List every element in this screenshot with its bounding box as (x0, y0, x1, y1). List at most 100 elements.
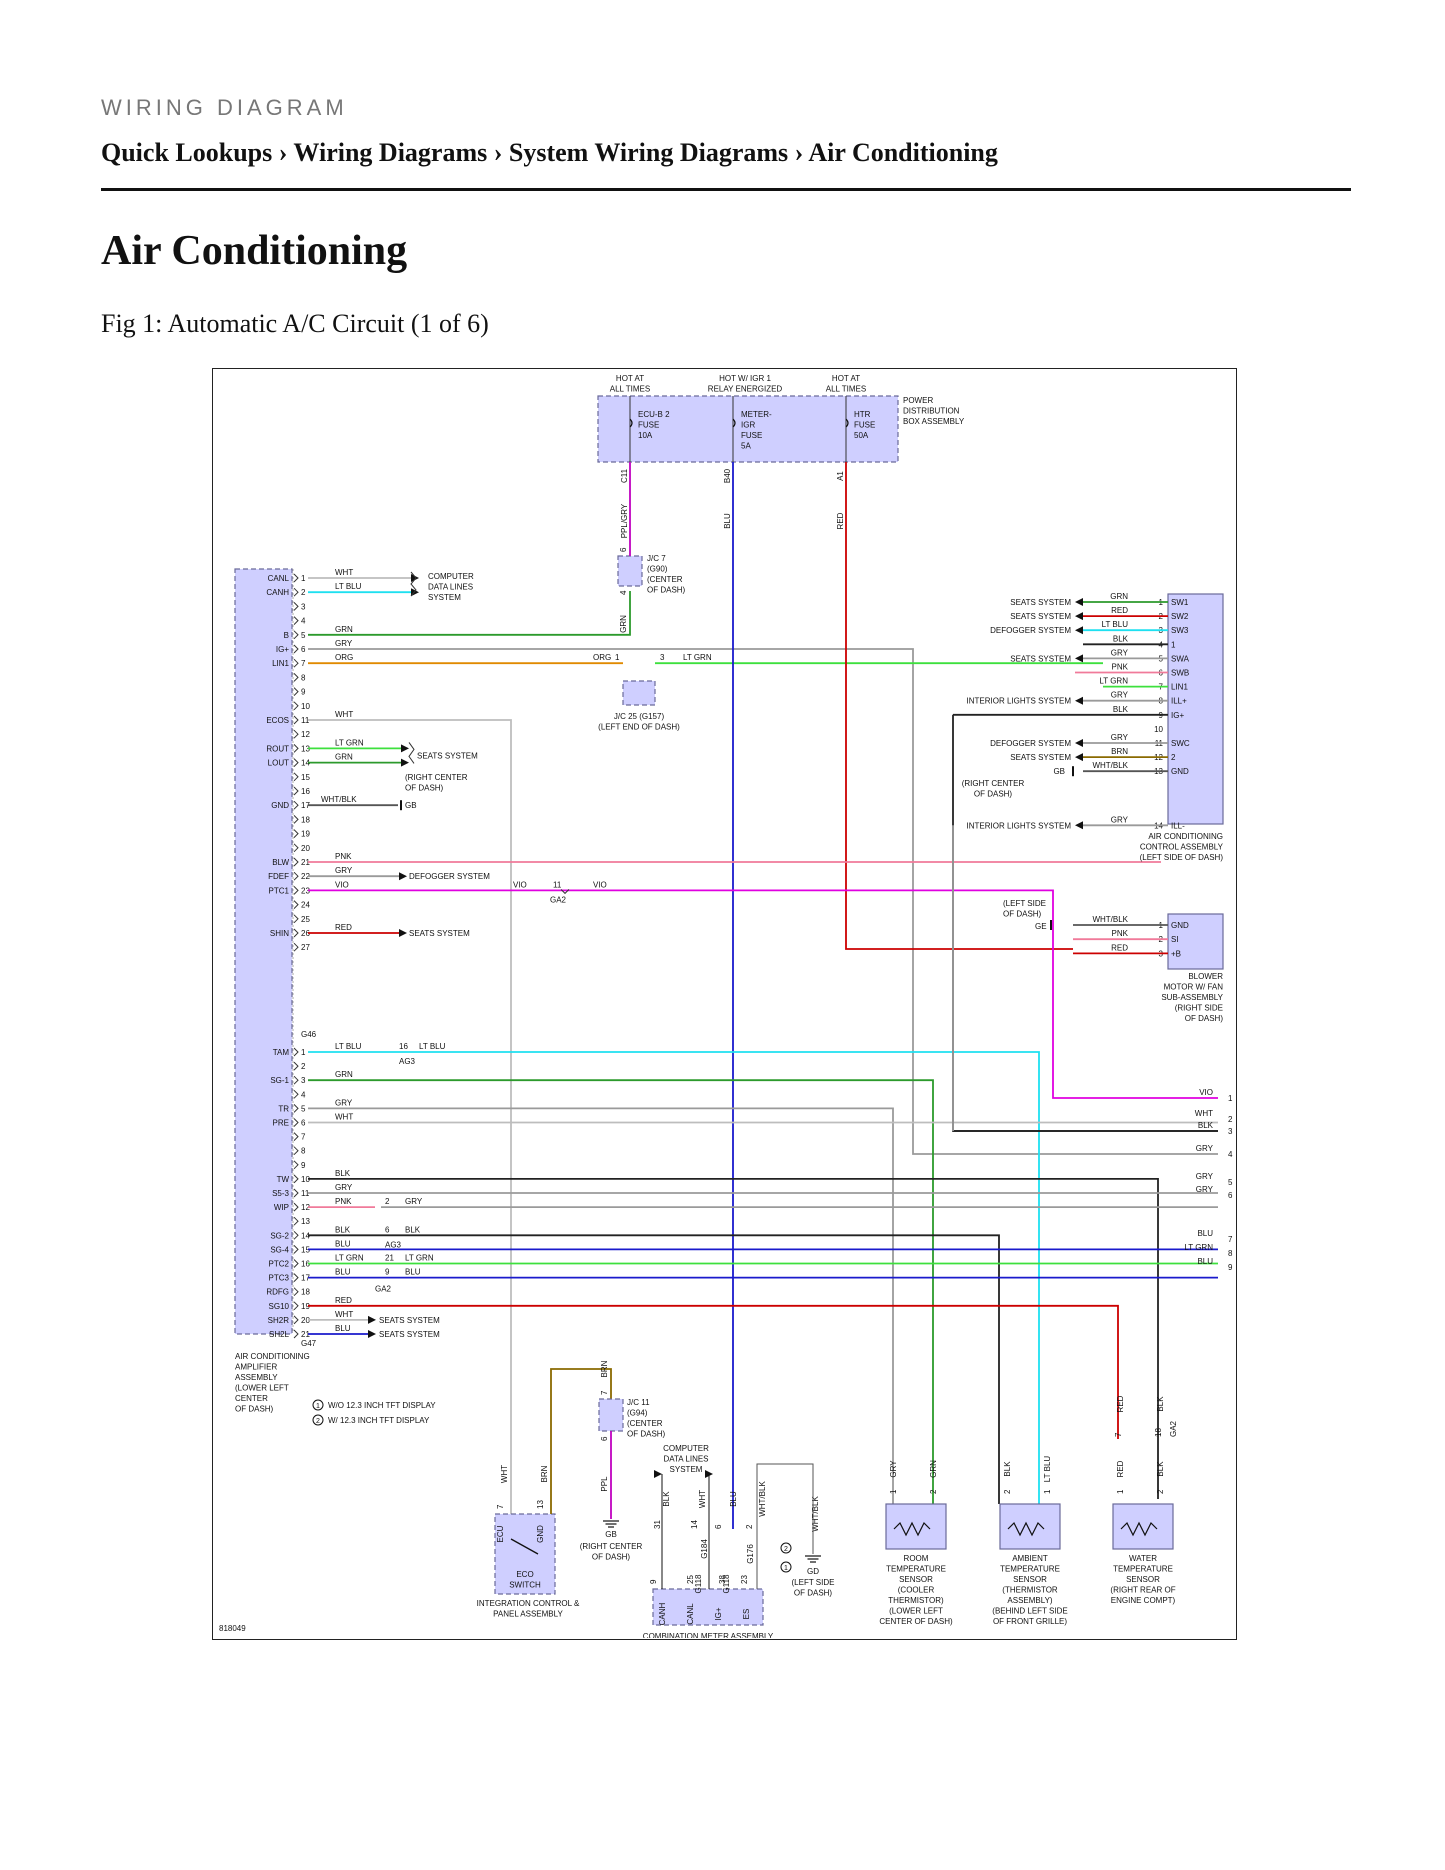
diagram-label: FUSE (854, 421, 875, 430)
amplifier-pin-chevron (293, 630, 299, 640)
diagram-label: DATA LINES (428, 583, 473, 592)
diagram-label: OF DASH) (974, 790, 1013, 799)
diagram-label: GRY (335, 639, 353, 648)
arrow-ctrl-5 (1075, 654, 1083, 663)
connector-chevron (410, 571, 417, 597)
diagram-label: GRY (335, 1098, 353, 1107)
diagram-label: 11 (301, 1189, 310, 1198)
diagram-label: 18 (301, 1288, 310, 1297)
diagram-label: 24 (301, 901, 310, 910)
diagram-label: OF FRONT GRILLE) (993, 1617, 1067, 1626)
diagram-label: (BEHIND LEFT SIDE (992, 1607, 1067, 1616)
diagram-label: 4 (1228, 1150, 1233, 1159)
diagram-label: IGR (741, 421, 755, 430)
diagram-label: 11 (553, 880, 562, 889)
amplifier-pin-chevron (293, 687, 299, 696)
diagram-label: BLK (1113, 705, 1129, 714)
diagram-label: RELAY ENERGIZED (708, 385, 783, 394)
fuse-icon (732, 418, 736, 428)
diagram-label: 8 (301, 1147, 306, 1156)
diagram-label: INTEGRATION CONTROL & (477, 1599, 580, 1608)
diagram-label: GND (1171, 767, 1189, 776)
amplifier-pin-chevron (293, 857, 299, 867)
diagram-label: AG3 (385, 1240, 402, 1249)
diagram-label: 6 (1228, 1191, 1233, 1200)
diagram-label: 3 (301, 1076, 306, 1085)
diagram-label: PPL/GRY (620, 503, 629, 538)
diagram-label: BLK (1156, 1396, 1165, 1412)
diagram-label: 2 (1171, 753, 1176, 762)
diagram-label: +B (1171, 949, 1181, 958)
diagram-label: J/C 11 (627, 1398, 650, 1407)
diagram-label: LT BLU (1102, 620, 1129, 629)
diagram-label: BLK (335, 1169, 351, 1178)
diagram-label: GB (405, 801, 417, 810)
page-title: Air Conditioning (101, 228, 408, 274)
legend-circle (780, 1542, 792, 1554)
diagram-label: TEMPERATURE (1113, 1565, 1173, 1574)
wire-es-gnd (756, 1463, 814, 1589)
fuse-icon (629, 418, 633, 428)
diagram-label: 2 (301, 1062, 306, 1071)
diagram-label: GRN (335, 625, 353, 634)
air-conditioning-amplifier (234, 568, 293, 1335)
diagram-label: TEMPERATURE (886, 1565, 946, 1574)
diagram-label: BLU (335, 1239, 351, 1248)
diagram-label: COMPUTER (663, 1444, 709, 1453)
wire-tam (308, 1051, 1040, 1504)
diagram-label: CANH (266, 588, 289, 597)
diagram-label: (THERMISTOR (1002, 1586, 1058, 1595)
diagram-label: 21 (301, 858, 310, 867)
diagram-label: S5-3 (272, 1189, 289, 1198)
diagram-label: 8 (301, 673, 306, 682)
amplifier-pin-chevron (293, 900, 299, 909)
diagram-label: 6 (301, 645, 306, 654)
diagram-label: 9 (301, 1161, 306, 1170)
diagram-label: 20 (301, 844, 310, 853)
diagram-label: 21 (385, 1254, 394, 1263)
diagram-label: 5 (301, 1104, 306, 1113)
diagram-label: POWER (903, 396, 933, 405)
diagram-label: 17 (301, 801, 310, 810)
diagram-label: ILL+ (1171, 697, 1187, 706)
amplifier-pin-chevron (293, 1273, 299, 1282)
amplifier-pin-chevron (293, 658, 299, 668)
diagram-label: LT GRN (1184, 1243, 1213, 1252)
diagram-label: 16 (301, 1260, 310, 1269)
diagram-label: METER- (741, 410, 772, 419)
diagram-label: GRN (335, 1070, 353, 1079)
diagram-label: ORG (593, 653, 611, 662)
diagram-label: 2 (929, 1489, 938, 1494)
diagram-label: GRY (1196, 1144, 1214, 1153)
amplifier-pin-chevron (293, 914, 299, 924)
amplifier-pin-chevron (293, 1287, 299, 1297)
diagram-label: BLK (1156, 1461, 1165, 1477)
diagram-label: WIP (274, 1203, 289, 1212)
diagram-label: (RIGHT CENTER (962, 779, 1025, 788)
diagram-label: 6 (619, 547, 628, 552)
diagram-label: SYSTEM (670, 1465, 703, 1474)
diagram-label: BLU (723, 513, 732, 529)
diagram-label: OF DASH) (1185, 1014, 1224, 1023)
diagram-label: 6 (600, 1436, 609, 1441)
diagram-label: BRN (540, 1465, 549, 1482)
arrow-ctrl-11 (1075, 739, 1083, 747)
diagram-label: LT GRN (405, 1254, 434, 1263)
diagram-label: ASSEMBLY (235, 1373, 278, 1382)
diagram-label: J/C 25 (G157) (614, 712, 665, 721)
diagram-label: TR (278, 1104, 289, 1113)
breadcrumb[interactable]: Quick Lookups › Wiring Diagrams › System… (101, 138, 998, 167)
diagram-label: GND (536, 1525, 545, 1543)
diagram-label: 23 (301, 886, 310, 895)
arrow-ctrl-8 (1075, 696, 1083, 705)
diagram-label: BLK (335, 1225, 351, 1234)
diagram-label: 3 (1228, 1127, 1233, 1136)
diagram-label: HTR (854, 410, 871, 419)
diagram-label: ALL TIMES (826, 385, 866, 394)
diagram-label: PNK (335, 852, 352, 861)
air-conditioning-control-assembly (1167, 593, 1224, 825)
diagram-label: IG+ (276, 645, 289, 654)
diagram-label: MOTOR W/ FAN (1164, 983, 1224, 992)
diagram-label: 14 (690, 1520, 699, 1529)
diagram-label: GA2 (1169, 1420, 1178, 1437)
